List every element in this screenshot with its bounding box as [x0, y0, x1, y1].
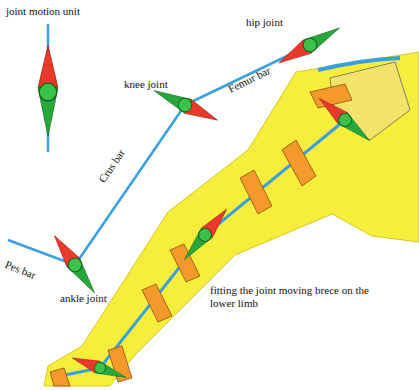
- lower-limb: [44, 52, 419, 386]
- skeleton-bars: [8, 45, 310, 265]
- unit-label: joint motion unit: [6, 5, 80, 18]
- joint-label: hip joint: [246, 16, 283, 29]
- hip-joint-symbol: [275, 21, 343, 69]
- waist-band: [318, 58, 400, 70]
- joint-motion-unit: [38, 46, 58, 136]
- bar-label: Femur bar: [226, 64, 273, 96]
- brace-straps: [50, 140, 316, 386]
- knee-joint-symbol: [151, 84, 221, 127]
- bar-label: Pes bar: [3, 258, 38, 282]
- brace-bar: [60, 120, 345, 376]
- bar-label: Crus bar: [96, 147, 128, 185]
- ankle-joint-unit: [70, 352, 128, 383]
- joint-label: knee joint: [124, 78, 168, 91]
- joint-label: ankle joint: [60, 292, 107, 305]
- ankle-joint-symbol: [48, 231, 101, 297]
- caption-note: fitting the joint moving brece on the lo…: [210, 284, 380, 310]
- hip-joint-unit: [315, 93, 375, 146]
- knee-joint-unit: [179, 205, 232, 265]
